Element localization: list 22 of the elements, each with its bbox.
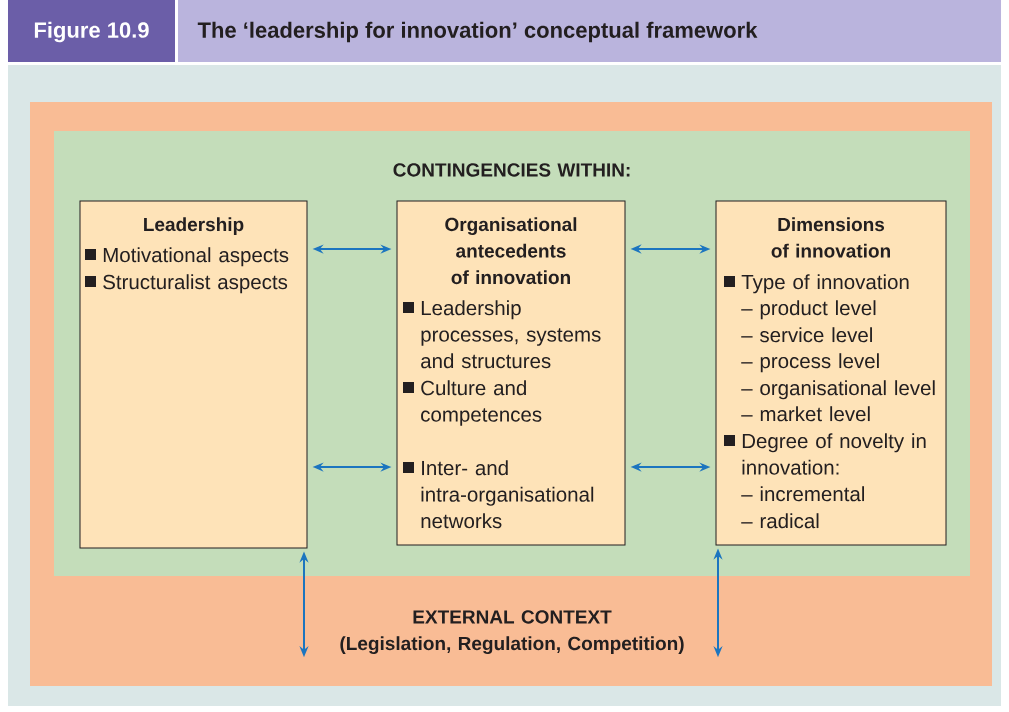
- bullet-item: Type of innovation: [724, 274, 909, 294]
- heading: Organisational antecedents of innovation: [445, 217, 577, 285]
- list-item: – incremental: [741, 486, 864, 502]
- bullet-item: Degree of novelty in innovation:: [724, 433, 926, 475]
- heading: EXTERNAL CONTEXT: [413, 610, 612, 624]
- bullet-item: Inter- and intra-organisational networks: [403, 460, 594, 529]
- bullet-item: Structuralist aspects: [85, 274, 288, 294]
- list-item: – organisational level: [741, 380, 935, 400]
- heading: CONTINGENCIES WITHIN:: [393, 163, 630, 177]
- list-item: – service level: [741, 327, 872, 343]
- list-item: – process level: [741, 353, 879, 373]
- heading: (Legislation, Regulation, Competition): [340, 636, 684, 654]
- bullet-item: Motivational aspects: [85, 247, 289, 267]
- figure-number: Figure 10.9: [8, 0, 175, 62]
- list-item: – radical: [741, 513, 819, 529]
- list-item: – market level: [741, 406, 870, 422]
- bullet-item: Culture and competences: [403, 380, 542, 426]
- heading: Dimensions of innovation: [771, 217, 890, 258]
- heading: Leadership: [144, 217, 244, 235]
- bullet-item: Leadership processes, systems and structures: [403, 300, 601, 369]
- list-item: – product level: [741, 300, 876, 320]
- title-bar: The ‘leadership for innovation’ conceptual framework: [178, 0, 1001, 62]
